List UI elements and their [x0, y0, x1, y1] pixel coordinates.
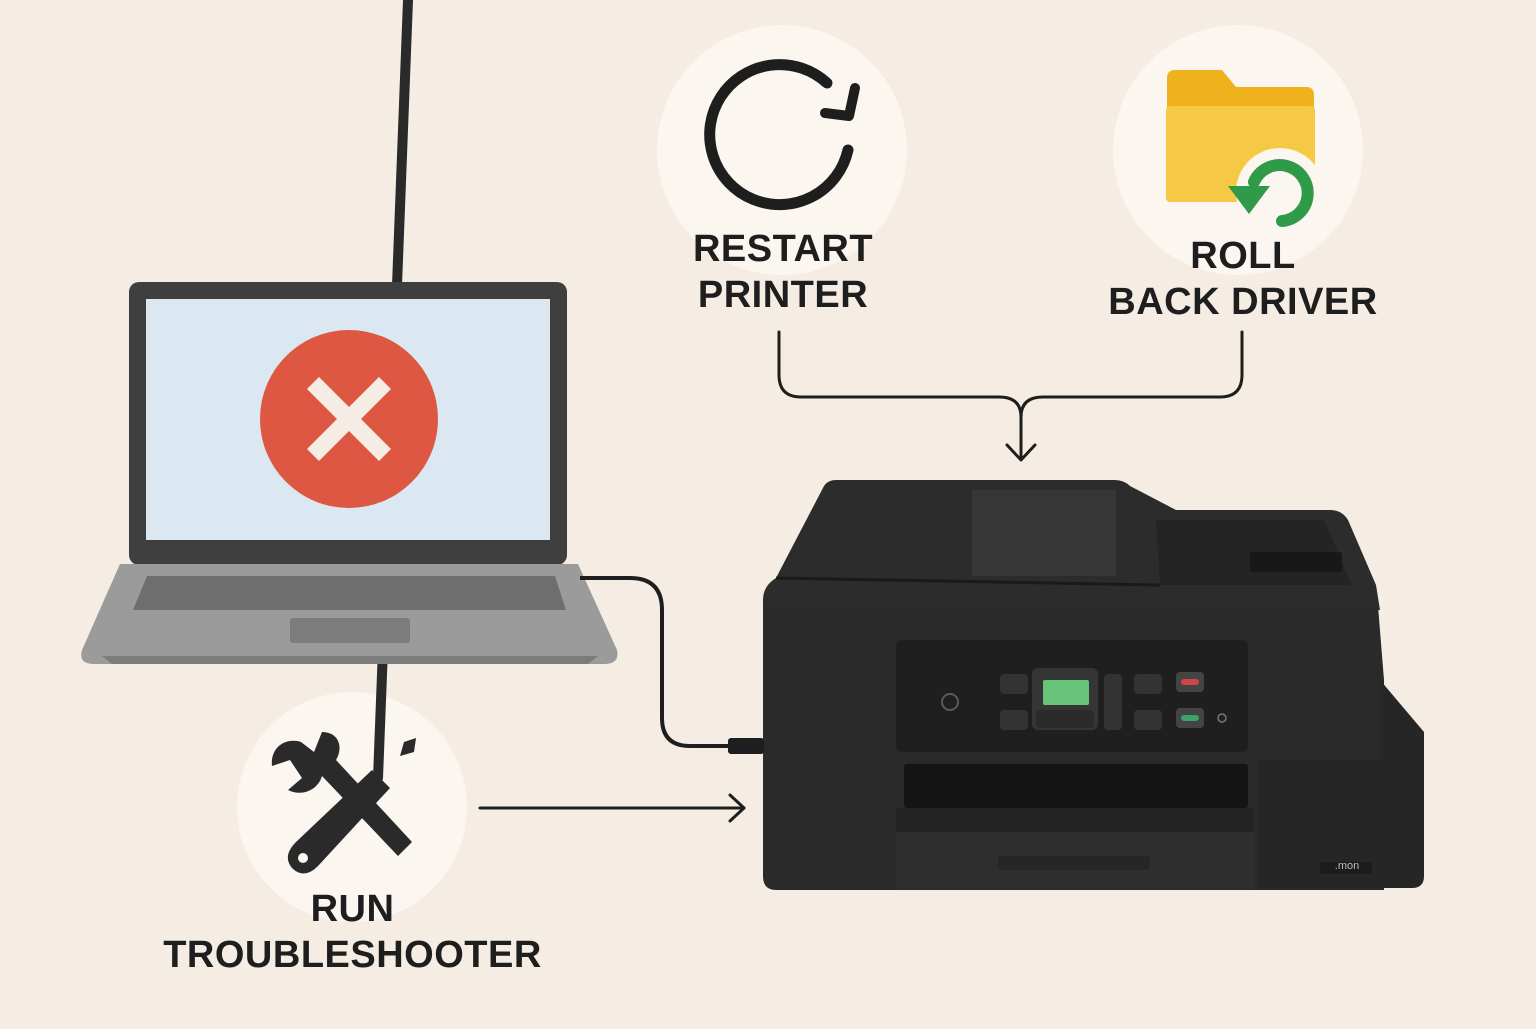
laptop-touchpad — [290, 618, 410, 643]
run-troubleshooter-label: RUN TROUBLESHOOTER — [150, 886, 555, 978]
error-x-icon — [260, 330, 438, 508]
restart-label-line2: PRINTER — [633, 272, 933, 318]
laptop — [81, 282, 617, 664]
printer — [728, 480, 1424, 890]
restart-printer-label: RESTART PRINTER — [633, 226, 933, 318]
roll-back-driver-label: ROLL BACK DRIVER — [1093, 233, 1393, 325]
troubleshoot-arrow — [480, 795, 744, 821]
laptop-keyboard — [133, 576, 566, 610]
troubleshoot-label-line1: RUN — [150, 886, 555, 932]
rollback-label-line2: BACK DRIVER — [1093, 279, 1393, 325]
rollback-label-line1: ROLL — [1093, 233, 1393, 279]
lcd-screen — [1043, 680, 1089, 705]
troubleshoot-label-line2: TROUBLESHOOTER — [150, 932, 555, 978]
restart-label-line1: RESTART — [633, 226, 933, 272]
merge-arrow — [779, 332, 1242, 460]
printer-brand-label: .mon — [1322, 860, 1372, 872]
